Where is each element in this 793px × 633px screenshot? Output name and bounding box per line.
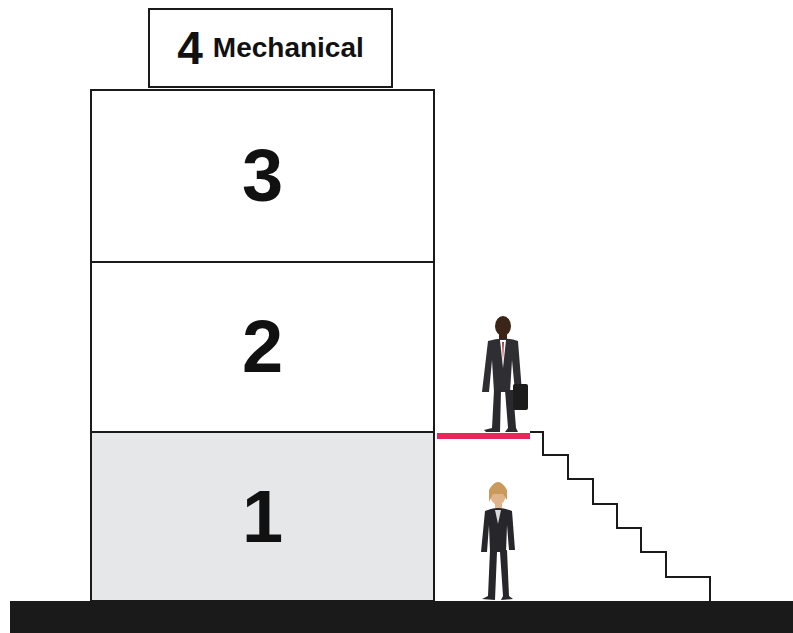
- floor-number: 3: [242, 139, 283, 213]
- woman-figure: [481, 482, 515, 600]
- floor-label: Mechanical: [213, 34, 364, 62]
- floor-box: 4 Mechanical: [148, 8, 393, 88]
- floor-box: 3: [90, 89, 435, 263]
- floor-number: 2: [242, 310, 283, 384]
- man-figure: [482, 316, 528, 432]
- stairs: [530, 432, 710, 601]
- floor-box: 2: [90, 261, 435, 433]
- floor-number: 1: [242, 480, 283, 554]
- ground-bar: [10, 601, 793, 633]
- floor-box: 1: [90, 431, 435, 602]
- floor-number: 4: [177, 25, 203, 71]
- landing-line: [437, 433, 530, 439]
